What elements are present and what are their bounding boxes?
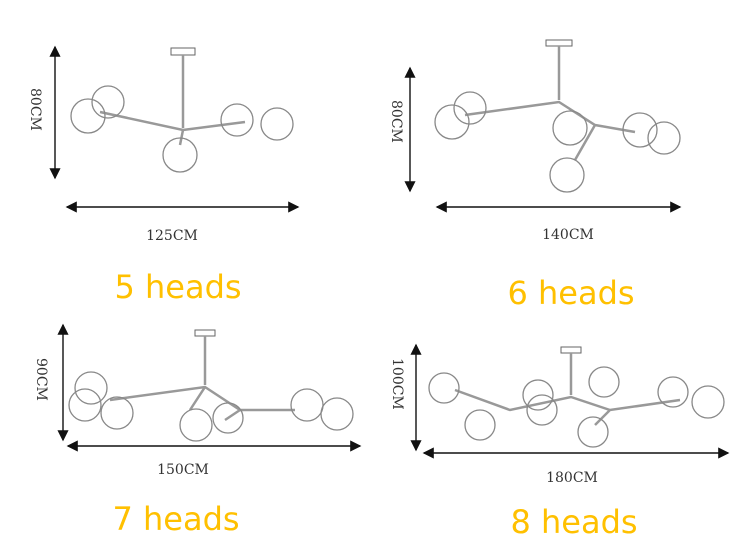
chandelier-6-heads — [434, 39, 681, 193]
height-label: 80CM — [388, 100, 404, 143]
width-label: 180CM — [546, 470, 598, 486]
height-label: 80CM — [27, 88, 43, 131]
heads-label: 5 heads — [114, 268, 242, 306]
height-label: 100CM — [389, 358, 405, 410]
width-label: 125CM — [146, 228, 198, 244]
chandelier-7-heads — [68, 329, 354, 442]
chandelier-8-heads — [428, 346, 725, 448]
panel-7-heads-drawing — [57, 323, 362, 452]
height-label: 90CM — [33, 358, 49, 401]
heads-label: 8 heads — [510, 503, 638, 541]
heads-label: 6 heads — [507, 274, 635, 312]
panel-6-heads-drawing — [404, 39, 682, 213]
chandelier-5-heads — [70, 47, 294, 173]
width-label: 150CM — [157, 462, 209, 478]
panel-5-heads-drawing — [49, 45, 300, 213]
heads-label: 7 heads — [112, 500, 240, 538]
width-label: 140CM — [542, 227, 594, 243]
panel-8-heads-drawing — [410, 343, 730, 459]
